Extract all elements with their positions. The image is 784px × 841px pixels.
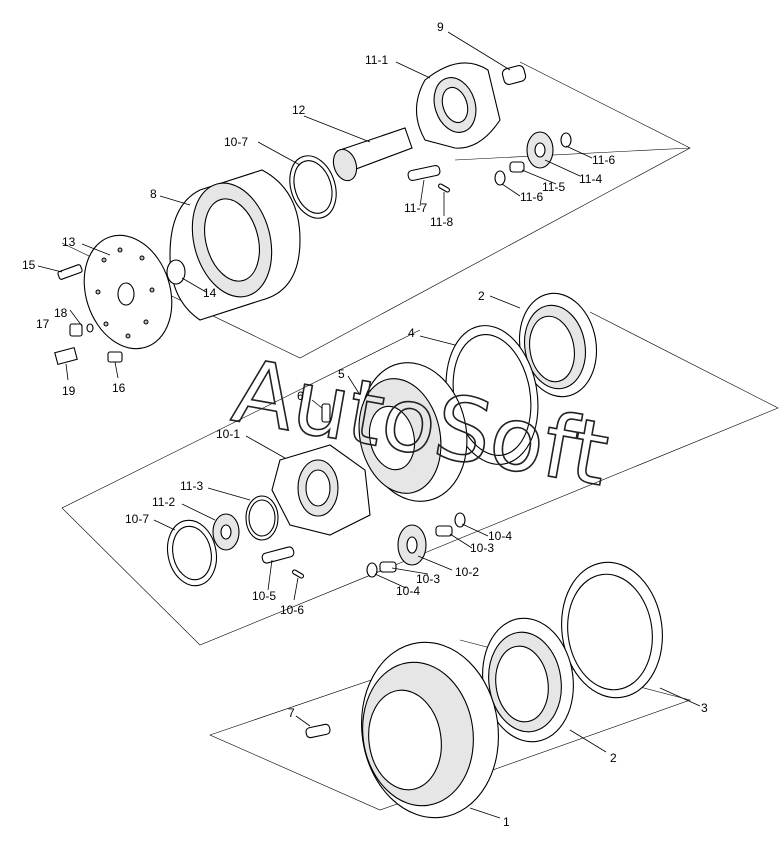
group-frame-middle [61, 311, 779, 646]
part-4-seal-ring [445, 325, 539, 465]
callout-17: 17 [36, 317, 50, 331]
callout-11-6-b: 11-6 [520, 190, 543, 204]
callout-11-1: 11-1 [365, 53, 388, 67]
part-12-sun-shaft [332, 127, 413, 182]
part-10-3-planet-pin-b [379, 561, 397, 573]
callout-7: 7 [288, 706, 295, 720]
part-18-o-ring [86, 323, 94, 333]
callout-11-8: 11-8 [430, 215, 453, 229]
callout-2-lower: 2 [610, 751, 617, 765]
part-11-4-planet-gear [526, 131, 554, 169]
part-10-4-washer-b [366, 562, 378, 578]
callout-10-1: 10-1 [216, 427, 240, 441]
part-1-housing [361, 641, 499, 819]
part-19-name-plate [54, 346, 78, 366]
part-5-hub [358, 362, 468, 502]
part-11-7-shaft-pin [407, 164, 441, 182]
callout-11-3: 11-3 [180, 479, 203, 493]
part-11-3-snap-ring [245, 495, 279, 541]
part-10-4-washer-a [454, 512, 466, 528]
part-10-7-upper-thrust-washer [289, 155, 337, 219]
part-6-pin [321, 403, 331, 423]
callout-4: 4 [408, 326, 415, 340]
part-16-plug [107, 351, 123, 363]
callout-10-5: 10-5 [252, 589, 276, 603]
part-8-ring-gear [169, 169, 301, 321]
part-10-2-planet-gear [397, 524, 427, 566]
callout-11-5: 11-5 [542, 180, 565, 194]
part-3-floating-seal [561, 561, 663, 699]
callout-10-2: 10-2 [455, 565, 479, 579]
part-11-5-planet-pin [509, 161, 525, 173]
callout-11-7: 11-7 [404, 201, 427, 215]
callout-9: 9 [437, 20, 444, 34]
callout-10-7-upper: 10-7 [224, 135, 248, 149]
callout-10-3-b: 10-3 [416, 572, 440, 586]
callout-3: 3 [701, 701, 708, 715]
callout-15: 15 [22, 258, 36, 272]
part-10-3-planet-pin-a [435, 525, 453, 537]
callout-11-2: 11-2 [152, 495, 175, 509]
callout-10-6: 10-6 [280, 603, 304, 617]
callout-14: 14 [203, 286, 217, 300]
callout-12: 12 [292, 103, 306, 117]
part-10-7-middle-thrust-washer [166, 519, 218, 587]
callout-16: 16 [112, 381, 126, 395]
part-11-1-planet-carrier [416, 62, 501, 149]
part-11-8-spring-pin [437, 183, 451, 193]
callout-2-upper: 2 [478, 289, 485, 303]
part-11-2-sun-gear [212, 513, 240, 551]
callout-10-7-middle: 10-7 [125, 512, 149, 526]
callout-18: 18 [54, 306, 68, 320]
callout-8: 8 [150, 187, 157, 201]
callout-10-4-a: 10-4 [488, 529, 512, 543]
callout-19: 19 [62, 384, 76, 398]
leader-lines [37, 31, 701, 819]
callout-5: 5 [338, 367, 345, 381]
callout-10-4-b: 10-4 [396, 584, 420, 598]
part-10-6-spring-pin [291, 569, 305, 579]
callout-10-3-a: 10-3 [470, 541, 494, 555]
callout-11-4: 11-4 [579, 172, 602, 186]
part-10-1-planet-carrier [271, 444, 371, 536]
part-11-6-washer-a [560, 132, 572, 148]
part-13-cover-flange [83, 234, 173, 350]
part-17-drain-plug [69, 323, 83, 337]
part-2-bearing-upper [518, 292, 598, 398]
callout-13: 13 [62, 235, 76, 249]
callout-labels: 9 11-1 12 10-7 8 13 15 14 11-6 11-4 11-5… [22, 20, 708, 829]
part-11-6-washer-b [494, 170, 506, 186]
part-10-5-shaft-pin [261, 546, 295, 564]
part-14-o-ring [166, 259, 186, 285]
callout-1: 1 [503, 815, 510, 829]
part-7-pin [305, 723, 331, 739]
part-15-bolt [57, 264, 83, 280]
callout-6: 6 [297, 389, 304, 403]
callout-11-6-a: 11-6 [592, 153, 615, 167]
part-9-bushing [501, 64, 527, 86]
